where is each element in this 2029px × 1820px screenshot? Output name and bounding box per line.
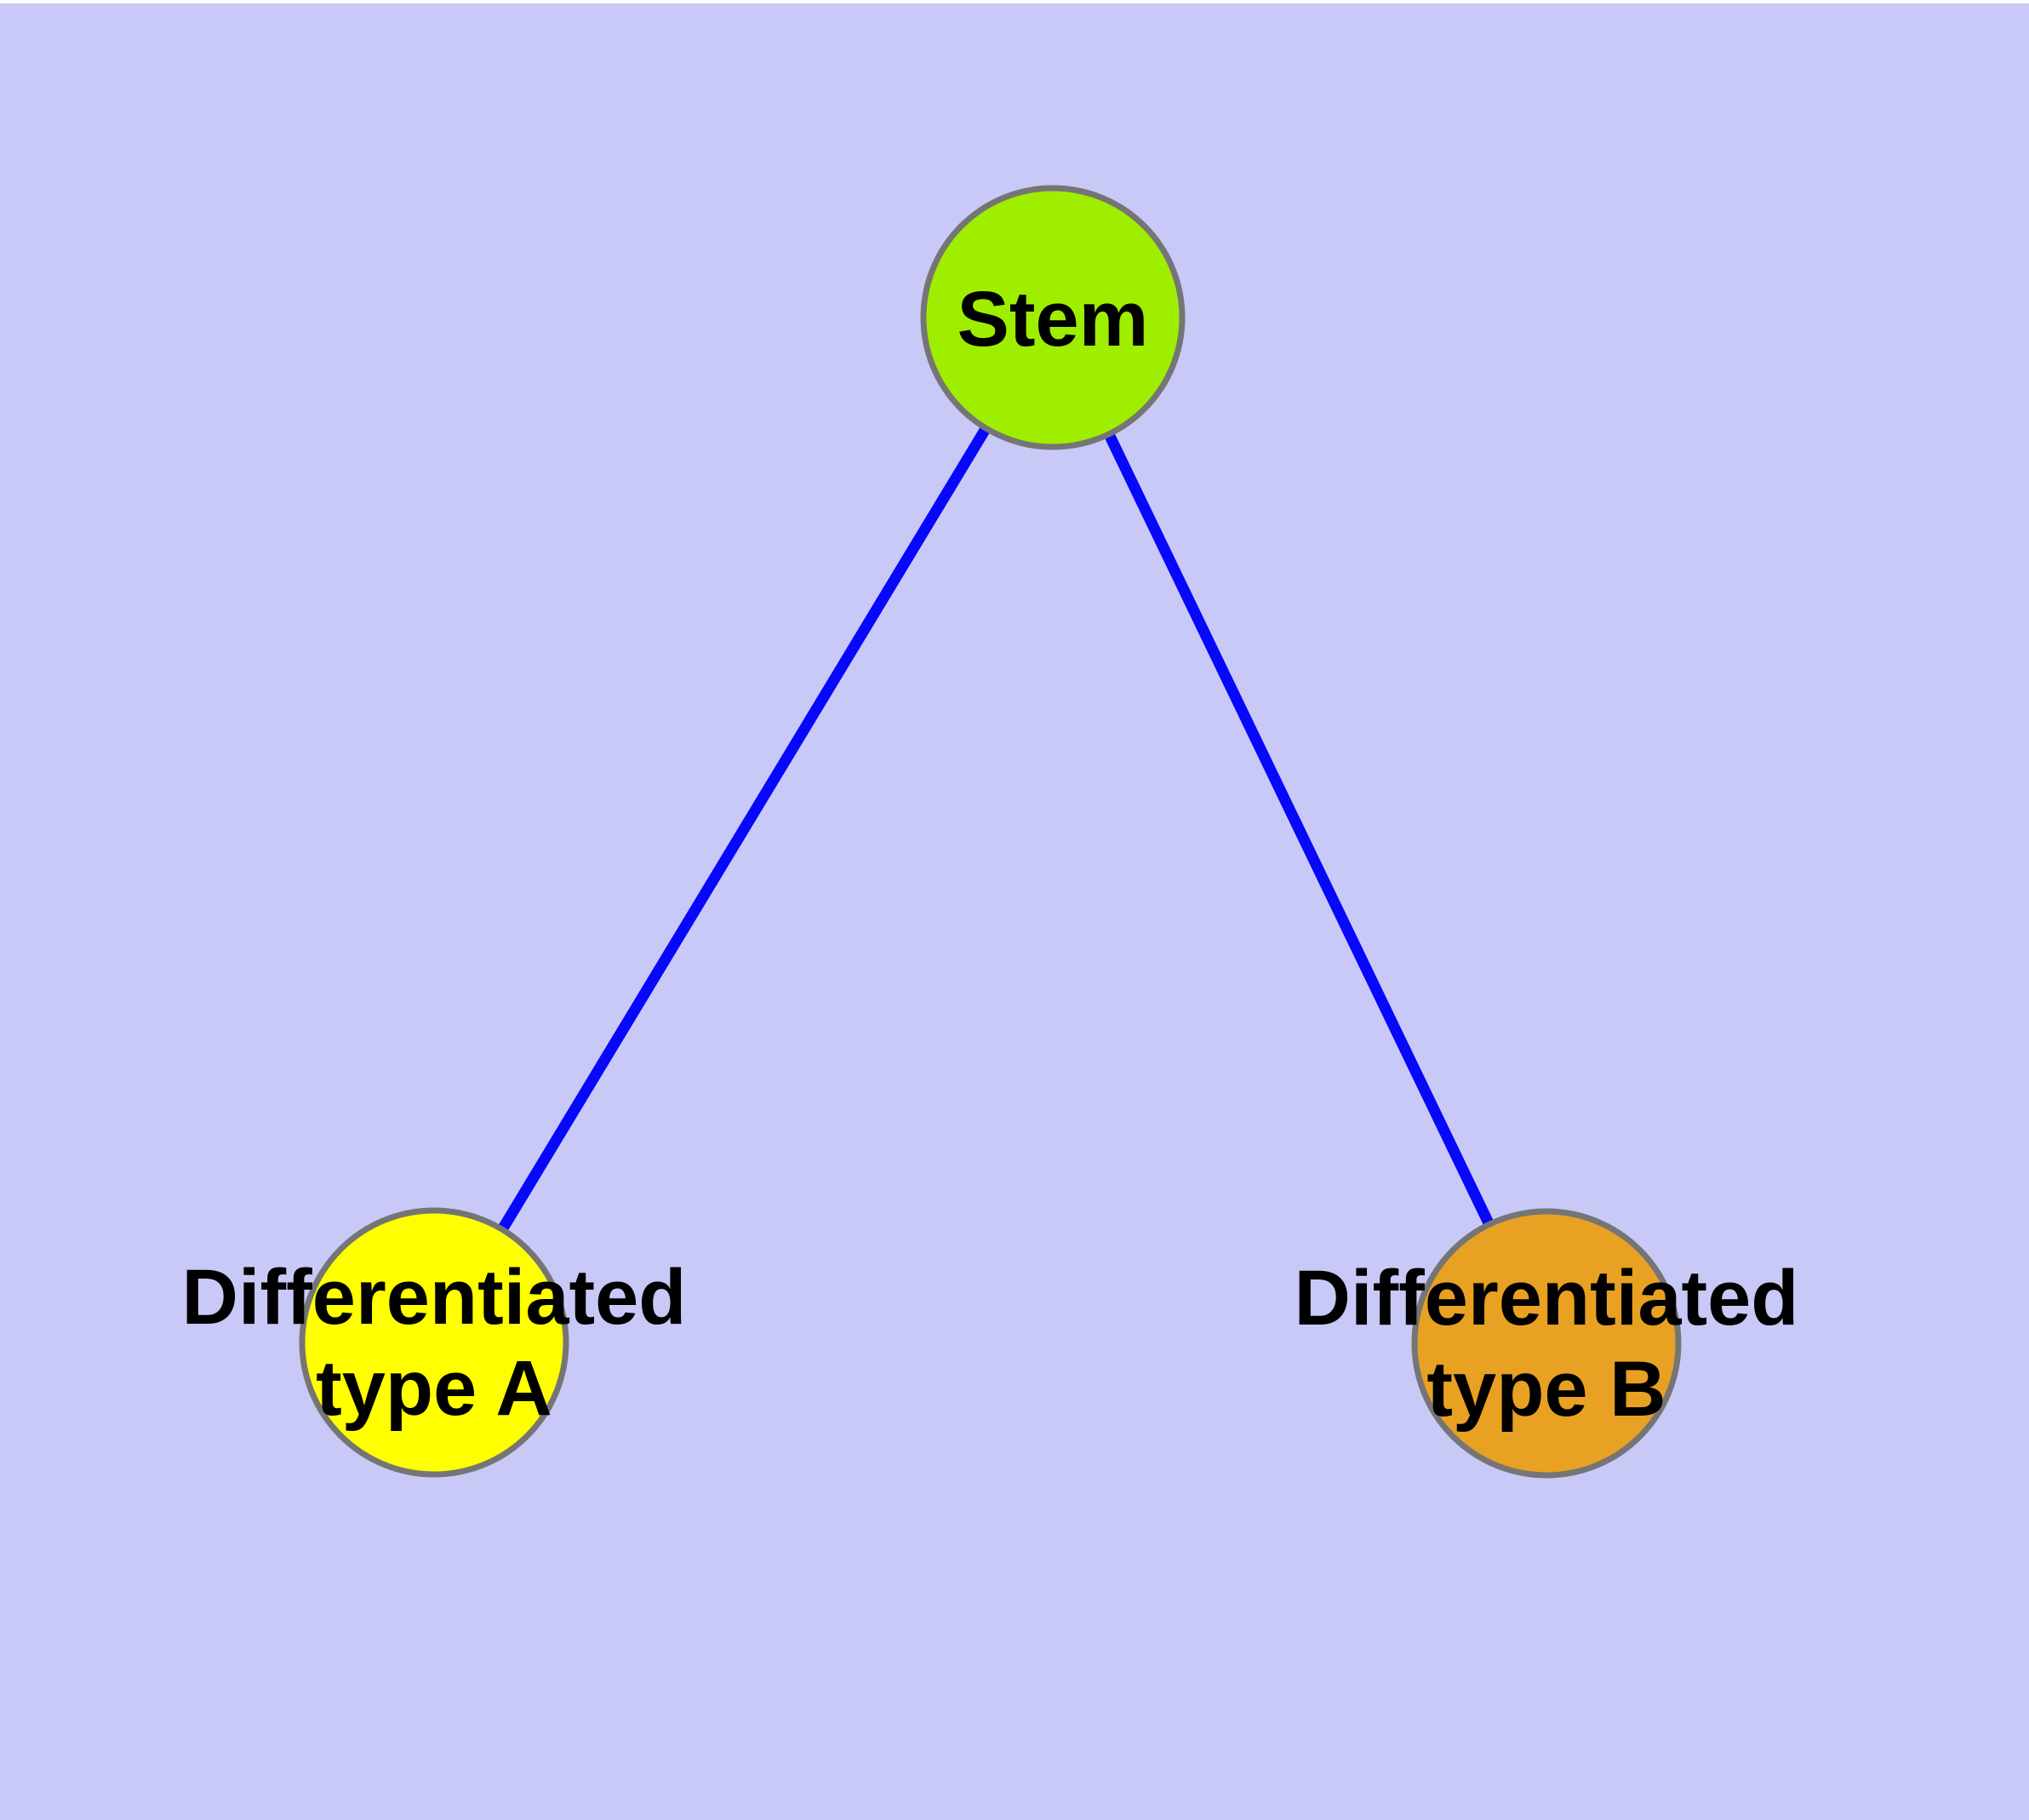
node-differentiated-type-b-circle: [1411, 1208, 1682, 1479]
edge-stem-to-type-b: [1048, 315, 1552, 1346]
node-differentiated-type-b: Differentiated type B: [1295, 1208, 1799, 1479]
node-stem: Stem: [920, 185, 1186, 450]
edge-stem-to-type-a: [429, 314, 1058, 1346]
node-differentiated-type-a-circle: [299, 1207, 569, 1478]
node-differentiated-type-b-label-line-1: Differentiated: [1295, 1255, 1799, 1342]
node-differentiated-type-a: Differentiated type A: [182, 1207, 687, 1478]
node-differentiated-type-b-label-line-2: type B: [1426, 1346, 1666, 1433]
node-differentiated-type-a-label-line-1: Differentiated: [182, 1254, 687, 1341]
node-stem-label: Stem: [957, 276, 1149, 363]
node-stem-circle: [920, 185, 1186, 450]
node-differentiated-type-a-label-line-2: type A: [316, 1345, 552, 1432]
